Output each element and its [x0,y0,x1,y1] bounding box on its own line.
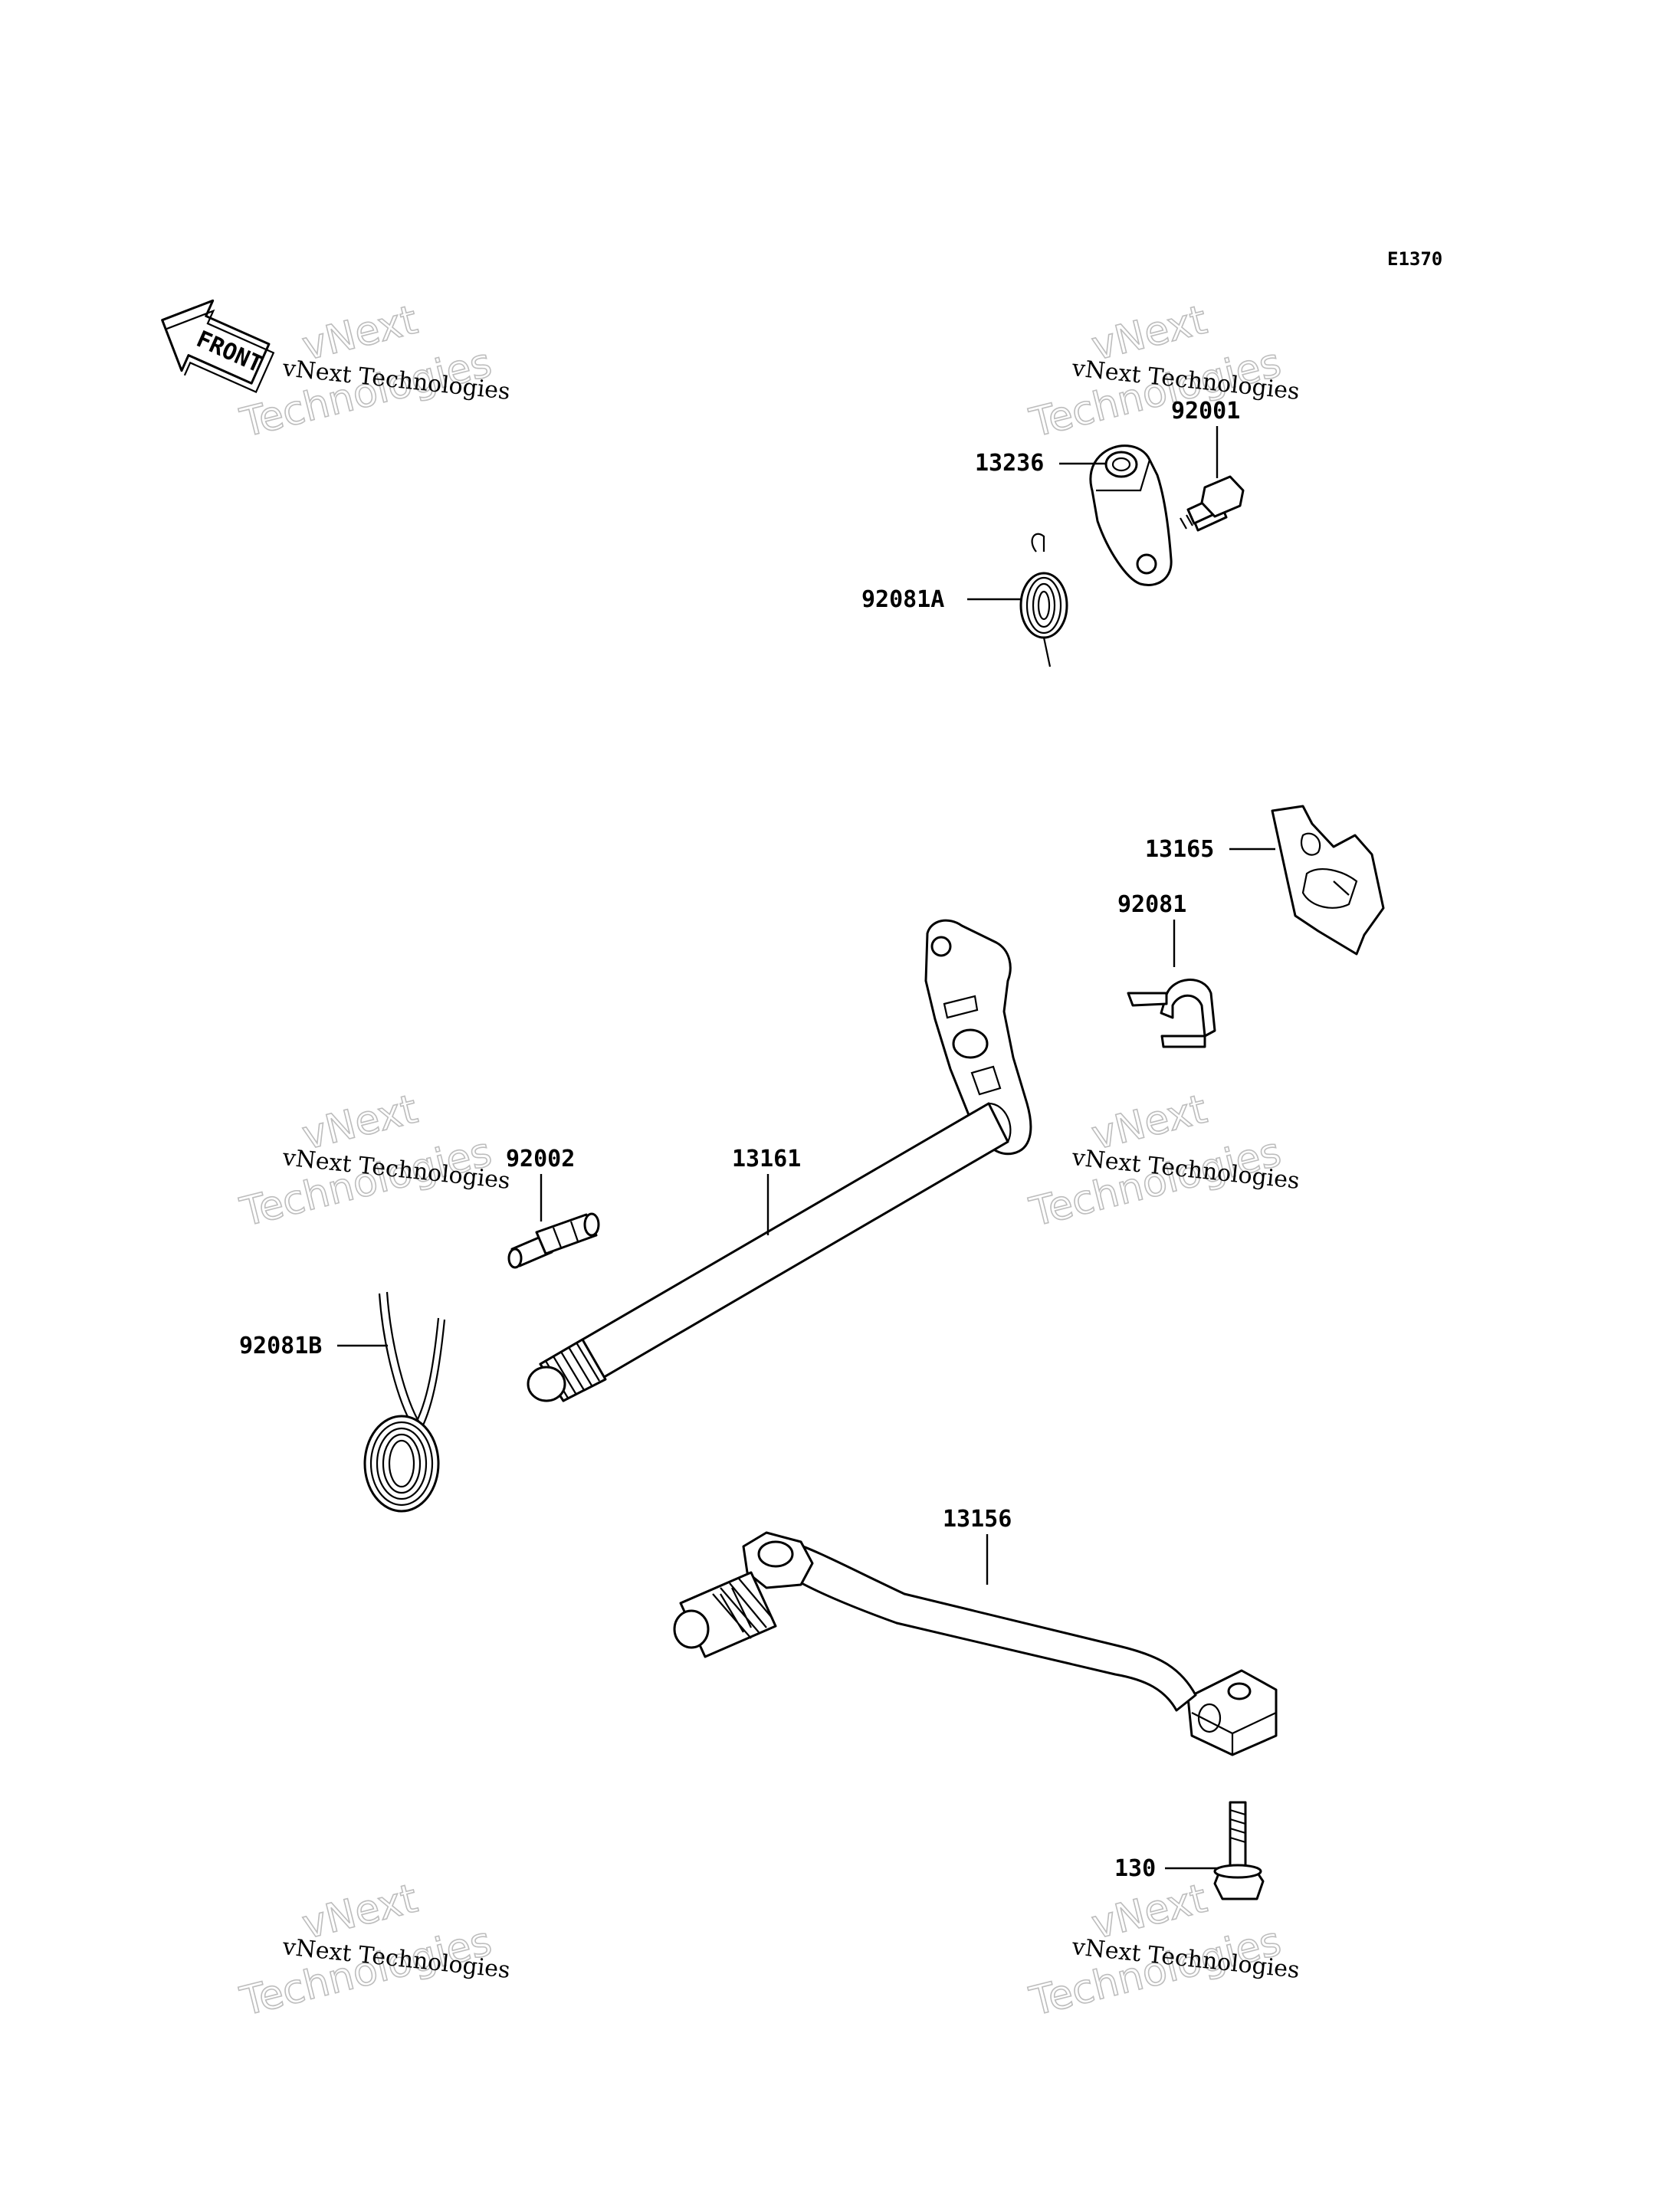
label-13236: 13236 [975,450,1105,477]
svg-text:13236: 13236 [975,450,1044,477]
svg-text:92001: 92001 [1171,398,1240,425]
part-13161-shaft[interactable] [527,919,1032,1402]
svg-text:92081A: 92081A [861,586,944,613]
part-92081-clip[interactable] [1127,979,1216,1048]
watermark-top-left: vNext Technologies vNext Technologies [235,297,511,448]
part-92081B-spring[interactable] [363,1291,446,1513]
label-13165: 13165 [1145,836,1275,863]
part-13236-arm[interactable] [1089,444,1173,586]
svg-text:13161: 13161 [732,1146,801,1172]
watermark-bottom-right: vNext Technologies vNext Technologies [1025,1875,1301,2026]
watermark-top-right: vNext Technologies vNext Technologies [1025,297,1301,448]
label-130: 130 [1114,1855,1219,1882]
watermark-middle-right: vNext Technologies vNext Technologies [1025,1086,1301,1237]
watermark-bottom-left: vNext Technologies vNext Technologies [235,1875,511,2026]
part-13156-pedal[interactable] [673,1531,1278,1756]
svg-text:92002: 92002 [506,1146,575,1172]
label-92081: 92081 [1117,891,1186,967]
watermark-middle-left: vNext Technologies vNext Technologies [235,1086,511,1237]
part-92002-pin[interactable] [507,1212,600,1269]
label-92081B: 92081B [239,1333,388,1359]
svg-text:13156: 13156 [943,1506,1012,1533]
svg-text:92081: 92081 [1117,891,1186,918]
diagram-code: E1370 [1387,248,1442,270]
label-13156: 13156 [943,1506,1012,1585]
part-13165-plate[interactable] [1271,805,1385,956]
label-92002: 92002 [506,1146,575,1221]
part-92081A-spring[interactable] [1019,533,1068,667]
svg-text:13165: 13165 [1145,836,1214,863]
label-92081A: 92081A [861,586,1021,613]
part-130-bolt[interactable] [1213,1801,1265,1900]
part-92001-bolt[interactable] [1180,475,1245,532]
label-92001: 92001 [1171,398,1240,478]
label-13161: 13161 [732,1146,801,1235]
svg-text:130: 130 [1114,1855,1156,1882]
front-arrow-icon: FRONT [161,299,275,394]
svg-text:92081B: 92081B [239,1333,322,1359]
